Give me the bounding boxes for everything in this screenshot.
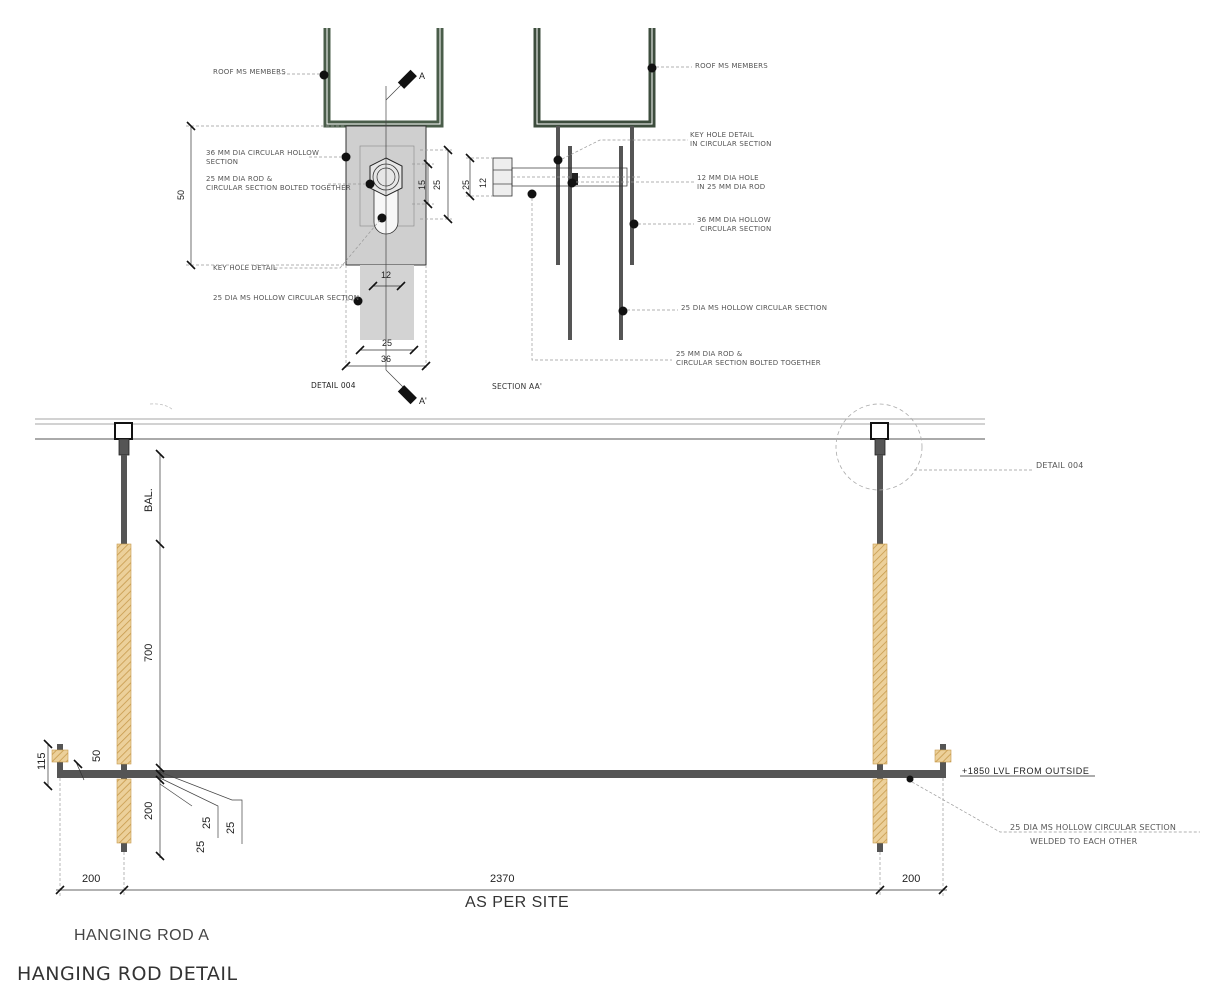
dim-25-vertical: 25 — [432, 180, 442, 190]
right-roof-member-box — [870, 422, 889, 440]
left-grip-upper — [116, 543, 132, 765]
label-hollow-25: 25 DIA MS HOLLOW CIRCULAR SECTION — [213, 294, 359, 302]
section-mark-a2: A' — [419, 396, 427, 406]
dim-12-horizontal: 12 — [381, 270, 391, 280]
left-end-cap — [51, 749, 69, 763]
weld-note-1: 25 DIA MS HOLLOW CIRCULAR SECTION — [1010, 823, 1176, 832]
section-dim-12: 12 — [478, 178, 488, 188]
left-grip-lower — [116, 778, 132, 844]
dim-200-left: 200 — [82, 873, 100, 885]
roof-member-channel-right — [533, 28, 656, 128]
dim-700: 700 — [143, 644, 155, 662]
section-label-hole-2: IN 25 MM DIA ROD — [697, 183, 765, 191]
dim-36-horizontal: 36 — [381, 354, 391, 364]
right-end-cap — [934, 749, 952, 763]
label-key-hole-detail: KEY HOLE DETAIL — [213, 264, 277, 272]
horizontal-hanging-rod — [58, 770, 946, 778]
left-hanger-connector — [118, 438, 130, 456]
dim-50-elevation: 50 — [91, 750, 103, 762]
dim-15: 15 — [417, 180, 427, 190]
section-label-key-hole-2: IN CIRCULAR SECTION — [690, 140, 772, 148]
section-dim-25: 25 — [461, 180, 471, 190]
hollow25-wall-left — [568, 146, 572, 340]
hollow36-wall-right — [630, 126, 634, 265]
right-grip-lower — [872, 778, 888, 844]
drawing-title: HANGING ROD DETAIL — [17, 963, 238, 985]
section-label-hollow36-1: 36 MM DIA HOLLOW — [697, 216, 771, 224]
dim-25-a: 25 — [225, 822, 237, 834]
label-roof-ms-members: ROOF MS MEMBERS — [213, 68, 286, 76]
detail-004-title: DETAIL 004 — [311, 381, 356, 390]
section-label-hole-1: 12 MM DIA HOLE — [697, 174, 759, 182]
section-aa-title: SECTION AA' — [492, 382, 542, 391]
right-grip-upper — [872, 543, 888, 765]
label-rod-bolted-2: CIRCULAR SECTION BOLTED TOGETHER — [206, 184, 351, 192]
label-rod-bolted-1: 25 MM DIA ROD & — [206, 175, 273, 183]
dim-200-right: 200 — [902, 873, 920, 885]
dim-200-vertical: 200 — [143, 802, 155, 820]
right-hanger-connector — [874, 438, 886, 456]
elevation: DETAIL 004 +1850 LVL FROM OUTSIDE 25 DIA… — [35, 403, 1200, 911]
dim-25-c: 25 — [195, 841, 207, 853]
level-label: +1850 LVL FROM OUTSIDE — [962, 766, 1090, 776]
drawing-subtitle: HANGING ROD A — [74, 927, 209, 944]
section-aa: 12 25 ROOF MS MEMBERS KEY HOLE DETAIL IN… — [461, 28, 827, 391]
label-hollow-section-1: 36 MM DIA CIRCULAR HOLLOW — [206, 149, 319, 157]
dim-25-horizontal: 25 — [382, 338, 392, 348]
weld-note-2: WELDED TO EACH OTHER — [1030, 837, 1138, 846]
bolt-head-side — [492, 157, 513, 197]
elevation-detail-callout: DETAIL 004 — [1036, 461, 1084, 470]
section-mark-a: A — [419, 71, 425, 81]
dim-bal: BAL. — [143, 488, 155, 512]
hollow-25-section — [360, 265, 414, 340]
section-label-roof-ms-members: ROOF MS MEMBERS — [695, 62, 768, 70]
as-per-site: AS PER SITE — [465, 894, 569, 911]
section-arrow-a2 — [397, 385, 417, 405]
hollow25-wall-right — [619, 146, 623, 340]
section-label-hollow36-2: CIRCULAR SECTION — [700, 225, 771, 233]
dim-2370: 2370 — [490, 873, 514, 885]
hollow36-wall-left — [556, 126, 560, 265]
dim-50: 50 — [176, 190, 186, 200]
detail-004: A A' ROOF MS MEMBERS 36 MM DIA CIRCULAR … — [176, 28, 453, 406]
section-label-rod-bolted-2: CIRCULAR SECTION BOLTED TOGETHER — [676, 359, 821, 367]
section-label-rod-bolted-1: 25 MM DIA ROD & — [676, 350, 743, 358]
left-roof-member-box — [114, 422, 133, 440]
section-label-hollow25: 25 DIA MS HOLLOW CIRCULAR SECTION — [681, 304, 827, 312]
section-label-key-hole-1: KEY HOLE DETAIL — [690, 131, 754, 139]
dim-25-b: 25 — [201, 817, 213, 829]
nut — [572, 173, 578, 185]
dim-115: 115 — [36, 752, 48, 770]
section-arrow-a — [397, 69, 417, 89]
label-hollow-section-2: SECTION — [206, 158, 238, 166]
